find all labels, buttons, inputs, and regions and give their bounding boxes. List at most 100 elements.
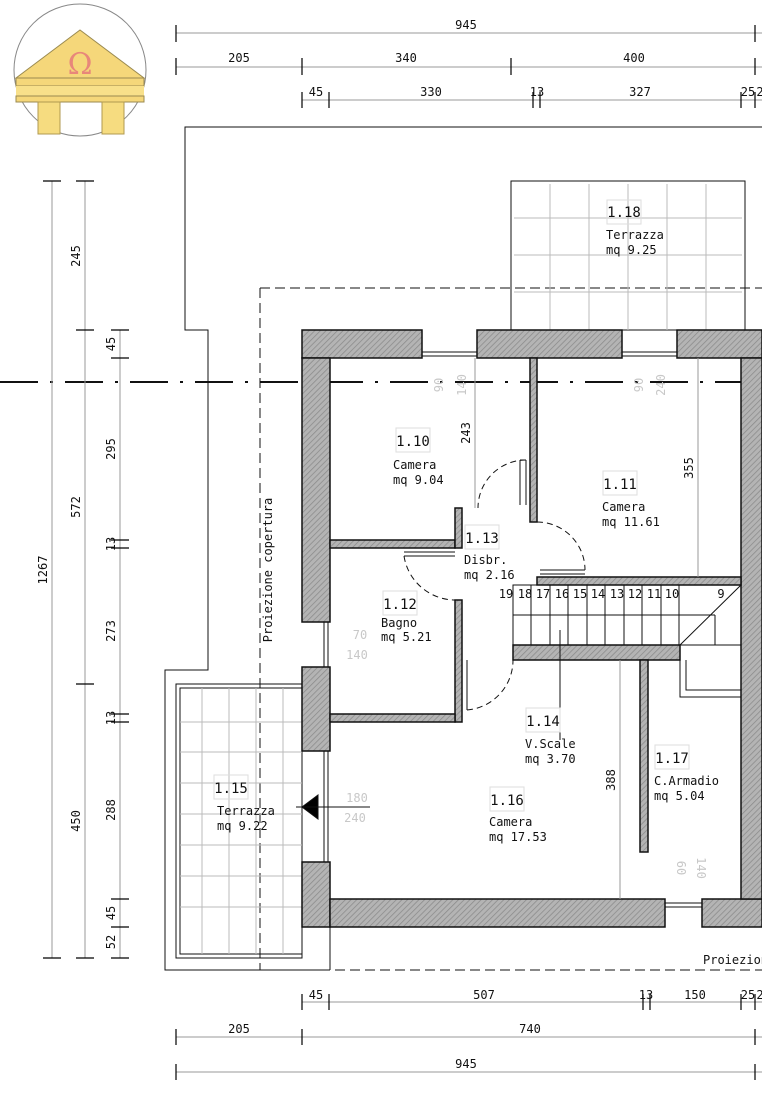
rooms-1-name: Camera (602, 500, 645, 514)
roof-projection-label-short: Proiezione (703, 953, 762, 967)
rooms-8-area: mq 9.25 (606, 243, 657, 257)
terrace-1-18 (510, 180, 746, 331)
dimensions-inner-2: 388 (604, 769, 618, 791)
windows-0-h: 140 (455, 374, 469, 396)
dimensions-bottom-1-1: 740 (519, 1022, 541, 1036)
rooms-4-no: 1.14 (526, 714, 560, 730)
stairs-1: 18 (518, 587, 532, 601)
windows-3-w: 180 (346, 791, 368, 805)
stairs-9: 10 (665, 587, 679, 601)
dimensions-top-2-1: 330 (420, 85, 442, 99)
dimension-top: 945 205 340 400 45 330 13 327 25 2 (175, 18, 762, 108)
dimensions-bottom-0-2: 13 (639, 988, 653, 1002)
dimensions-bottom-1-0: 205 (228, 1022, 250, 1036)
stair-step-numbers: 19 18 17 16 15 14 13 12 11 10 9 (499, 587, 725, 601)
dimensions-top-2-3: 327 (629, 85, 651, 99)
dimensions-left-1-0: 245 (69, 245, 83, 267)
rooms-0-area: mq 9.04 (393, 473, 444, 487)
rooms-5-no: 1.15 (214, 781, 248, 797)
rooms-6-area: mq 17.53 (489, 830, 547, 844)
dimensions-left-2-7: 52 (104, 935, 118, 949)
stairs-4: 15 (573, 587, 587, 601)
dimensions-inner-1: 355 (682, 457, 696, 479)
dimensions-bottom-0-5: 2 (756, 988, 762, 1002)
walls (301, 329, 762, 928)
windows-4-w: 60 (674, 861, 688, 875)
inner-dimensions: 243 355 388 (459, 358, 699, 899)
dimension-left: 1267 245 572 450 45 295 13 273 13 288 45… (36, 180, 129, 959)
dimensions-left-2-4: 13 (104, 711, 118, 725)
dimensions-bottom-0-3: 150 (684, 988, 706, 1002)
dimensions-left-2-1: 295 (104, 438, 118, 460)
stairs-5: 14 (591, 587, 605, 601)
rooms-0-name: Camera (393, 458, 436, 472)
rooms-3-area: mq 2.16 (464, 568, 515, 582)
building-outline (0, 126, 762, 971)
rooms-1-area: mq 11.61 (602, 515, 660, 529)
dimensions-top-2-0: 45 (309, 85, 323, 99)
stairs-3: 16 (555, 587, 569, 601)
dimensions-inner-0: 243 (459, 422, 473, 444)
windows-4-h: 140 (694, 857, 708, 879)
windows-2-w: 70 (353, 628, 367, 642)
windows-1-w: 90 (632, 378, 646, 392)
rooms-6-no: 1.16 (490, 793, 524, 809)
rooms-7-no: 1.17 (655, 751, 689, 767)
dimensions-top-1-0: 205 (228, 51, 250, 65)
terrace-1-15 (175, 683, 303, 959)
dimensions-left-1-1: 572 (69, 496, 83, 518)
dimensions-left-1-2: 450 (69, 810, 83, 832)
rooms-8-name: Terrazza (606, 228, 664, 242)
dimensions-left-2-3: 273 (104, 620, 118, 642)
windows-2-h: 140 (346, 648, 368, 662)
dimensions-left-2-2: 13 (104, 537, 118, 551)
rooms-5-name: Terrazza (217, 804, 275, 818)
windows-0-w: 90 (432, 378, 446, 392)
rooms-4-name: V.Scale (525, 737, 576, 751)
rooms-3-name: Disbr. (464, 553, 507, 567)
rooms-2-area: mq 5.21 (381, 630, 432, 644)
stairs-2: 17 (536, 587, 550, 601)
dimensions-top-2-2: 13 (530, 85, 544, 99)
dimensions-top-1-2: 400 (623, 51, 645, 65)
roof-projection-label: Proiezione copertura (261, 498, 275, 643)
dimensions-bottom-0-0: 45 (309, 988, 323, 1002)
dimensions-bottom-0-1: 507 (473, 988, 495, 1002)
stairs-0: 19 (499, 587, 513, 601)
windows-1-h: 240 (654, 374, 668, 396)
logo: Ω (13, 3, 147, 137)
rooms-3-no: 1.13 (465, 531, 499, 547)
stairs-8: 11 (647, 587, 661, 601)
openings (296, 351, 741, 908)
logo-omega: Ω (68, 47, 93, 82)
rooms-2-name: Bagno (381, 616, 417, 630)
stairs-10: 9 (717, 587, 724, 601)
stairs-7: 12 (628, 587, 642, 601)
dimensions-top-0-0: 945 (455, 18, 477, 32)
dimensions-top-2-5: 2 (756, 85, 762, 99)
dimensions-left-2-5: 288 (104, 799, 118, 821)
rooms-1-no: 1.11 (603, 477, 637, 493)
rooms-5-area: mq 9.22 (217, 819, 268, 833)
windows-3-h: 240 (344, 811, 366, 825)
dimensions-bottom-0-4: 25 (741, 988, 755, 1002)
dimensions-top-2-4: 25 (741, 85, 755, 99)
dimensions-left-2-6: 45 (104, 906, 118, 920)
dimensions-bottom-2-0: 945 (455, 1057, 477, 1071)
dimensions-top-1-1: 340 (395, 51, 417, 65)
stairs-6: 13 (610, 587, 624, 601)
rooms-8-no: 1.18 (607, 205, 641, 221)
window-labels: 90 140 90 240 70 140 180 240 60 140 (344, 374, 708, 879)
dimension-bottom: 45 507 13 150 25 2 205 740 945 (175, 988, 762, 1080)
dimensions-left-0-0: 1267 (36, 556, 50, 585)
rooms-7-name: C.Armadio (654, 774, 719, 788)
